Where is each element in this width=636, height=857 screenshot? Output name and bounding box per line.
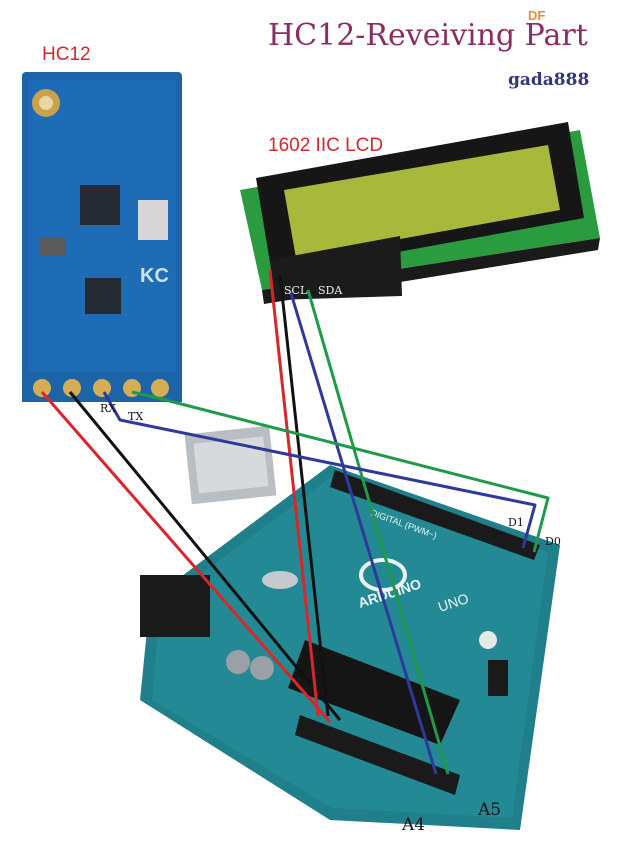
pin-scl-label: SCL bbox=[284, 284, 308, 297]
digital-header bbox=[330, 470, 540, 560]
pin-a4-label: A4 bbox=[402, 815, 426, 835]
svg-text:KC: KC bbox=[140, 265, 169, 287]
wire-sda bbox=[306, 289, 450, 775]
wires bbox=[40, 269, 550, 775]
i2c-adapter bbox=[270, 236, 402, 300]
wire-vcc-lcd bbox=[268, 269, 320, 717]
wire-gnd-hc12 bbox=[68, 391, 342, 721]
atmega-chip bbox=[288, 640, 460, 745]
pin-d0-label: D0 bbox=[545, 535, 561, 548]
watermark: DF bbox=[528, 8, 546, 23]
analog-header bbox=[295, 715, 460, 795]
hc12-module: KC bbox=[22, 72, 182, 402]
lcd-screen bbox=[284, 145, 560, 258]
rf-chip bbox=[80, 185, 120, 225]
wire-tx-d0 bbox=[131, 390, 550, 553]
lcd-1602-module bbox=[240, 122, 600, 304]
pin-tx-label: TX bbox=[128, 410, 144, 423]
wire-vcc-hc12 bbox=[40, 391, 332, 723]
pin-a5-label: A5 bbox=[478, 800, 502, 820]
hc12-label: HC12 bbox=[42, 44, 91, 65]
lcd-label: 1602 IIC LCD bbox=[268, 135, 384, 156]
arduino-logo-icon bbox=[359, 558, 407, 592]
pin-rx-label: RX bbox=[100, 402, 117, 415]
wire-scl bbox=[288, 289, 438, 775]
wire-gnd-lcd bbox=[278, 274, 330, 717]
wire-rx-d1 bbox=[102, 391, 537, 549]
pin-d1-label: D1 bbox=[508, 516, 524, 529]
author-label: gada888 bbox=[508, 70, 590, 90]
mcu-chip bbox=[85, 278, 121, 314]
diagram-title: HC12-Reveiving Part bbox=[268, 18, 588, 53]
arduino-uno-board: ARDUINO UNO DIGITAL (PWM~) bbox=[140, 425, 560, 830]
power-jack bbox=[140, 575, 210, 637]
pin-sda-label: SDA bbox=[318, 284, 343, 297]
